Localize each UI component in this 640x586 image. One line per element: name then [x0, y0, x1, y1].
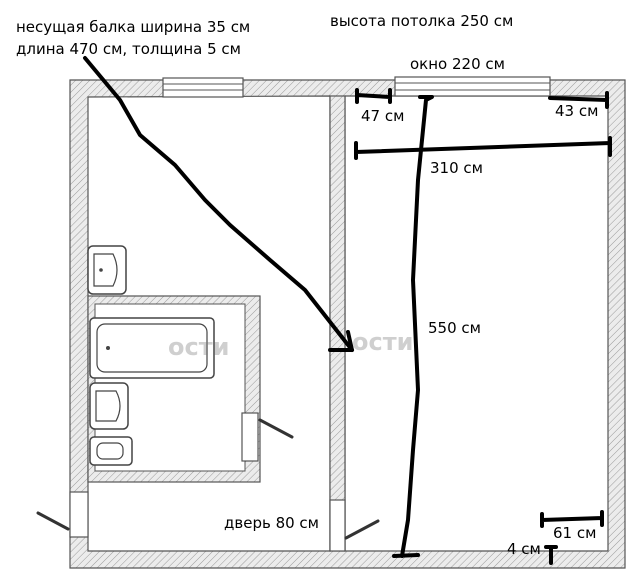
bathroom [87, 295, 261, 483]
window-left [162, 77, 244, 98]
room-width-label: 310 см [430, 159, 483, 177]
beam-label-line2: длина 470 см, толщина 5 см [16, 40, 241, 58]
entrance-door-handle [36, 511, 70, 531]
beam-arrow [83, 56, 354, 352]
room-length-label: 550 см [428, 319, 481, 337]
bathroom-door-handle [258, 418, 294, 439]
beam-label-line1: несущая балка ширина 35 см [16, 18, 251, 36]
dim-right-of-window-label: 43 см [555, 102, 599, 120]
room-door-handle [344, 519, 380, 540]
door-frames [69, 491, 346, 552]
watermark: ости ости [168, 328, 413, 361]
door-handles [36, 418, 380, 540]
toilet [89, 436, 133, 466]
dim-corner-right-label: 61 см [553, 524, 597, 542]
bathroom-door-frame [241, 412, 259, 462]
window-width-label: окно 220 см [410, 55, 505, 73]
dim-corner-bottom [544, 545, 558, 565]
window-main [394, 76, 551, 97]
ceiling-height-label: высота потолка 250 см [330, 12, 514, 30]
watermark-text-2: ости [352, 328, 413, 356]
watermark-text: ости [168, 333, 229, 361]
door-width-label: дверь 80 см [224, 514, 319, 532]
dim-left-of-window-label: 47 см [361, 107, 405, 125]
room-door-frame [329, 499, 346, 552]
entrance-door-frame [69, 491, 89, 538]
bathtub [89, 317, 215, 379]
corridor-sink [87, 245, 127, 295]
dim-room-width [354, 136, 612, 160]
dim-room-length [392, 95, 434, 558]
sink [89, 382, 129, 430]
dim-corner-right [540, 510, 604, 528]
dim-right-of-window [548, 91, 609, 109]
dimension-lines [354, 88, 612, 565]
dim-left-of-window [355, 88, 392, 104]
dim-corner-bottom-label: 4 см [507, 540, 541, 558]
